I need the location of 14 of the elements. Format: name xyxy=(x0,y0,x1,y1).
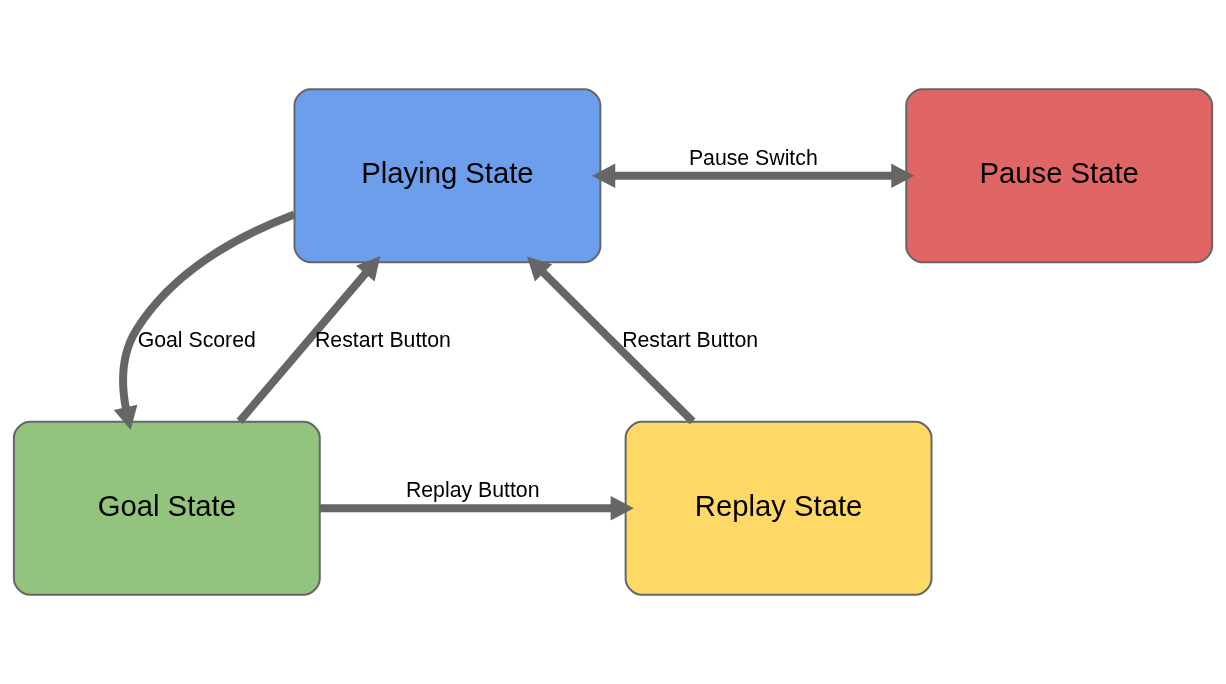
edge-label: Goal Scored xyxy=(137,328,256,353)
arrow xyxy=(320,496,634,521)
node-box: Playing State xyxy=(293,88,602,264)
node-box: Pause State xyxy=(905,88,1214,264)
arrow xyxy=(527,256,696,425)
node-box: Goal State xyxy=(12,420,321,596)
edge-label: Restart Button xyxy=(314,328,451,353)
edge-label: Restart Button xyxy=(622,328,759,353)
arrow xyxy=(592,163,915,188)
node-box: Replay State xyxy=(624,420,933,596)
edge-label: Pause Switch xyxy=(688,145,818,170)
arrow xyxy=(236,255,381,424)
arrow xyxy=(113,210,296,430)
edge-label: Replay Button xyxy=(405,478,540,503)
